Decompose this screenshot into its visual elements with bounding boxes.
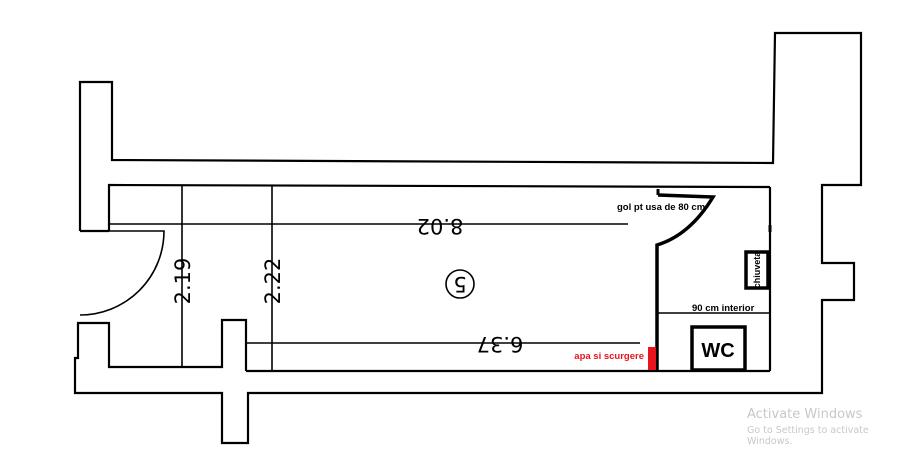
watermark-subtitle: Go to Settings to activate Windows. bbox=[747, 425, 869, 447]
dimension-8-02: 8.02 bbox=[417, 214, 464, 238]
room-number-circle bbox=[445, 269, 475, 299]
inner-wall-top bbox=[107, 183, 771, 231]
dimension-6-37: 6.37 bbox=[477, 332, 524, 356]
watermark-title: Activate Windows bbox=[747, 407, 863, 422]
dimension-2-19: 2.19 bbox=[171, 258, 195, 305]
dimension-2-22: 2.22 bbox=[261, 258, 285, 305]
sink-box bbox=[744, 250, 770, 290]
interior-label: 90 cm interior bbox=[692, 303, 755, 314]
door-swing bbox=[79, 230, 165, 316]
water-marker bbox=[648, 347, 656, 370]
toilet-box bbox=[690, 325, 747, 372]
outer-wall bbox=[73, 31, 863, 445]
sink-label: chiuveta bbox=[752, 251, 762, 289]
bathroom-partition bbox=[655, 193, 717, 371]
water-label: apa si scurgere bbox=[574, 351, 644, 362]
room-number: 5 bbox=[453, 272, 466, 296]
toilet-label: WC bbox=[701, 340, 734, 362]
door-gap-label: gol pt usa de 80 cm bbox=[617, 202, 705, 213]
